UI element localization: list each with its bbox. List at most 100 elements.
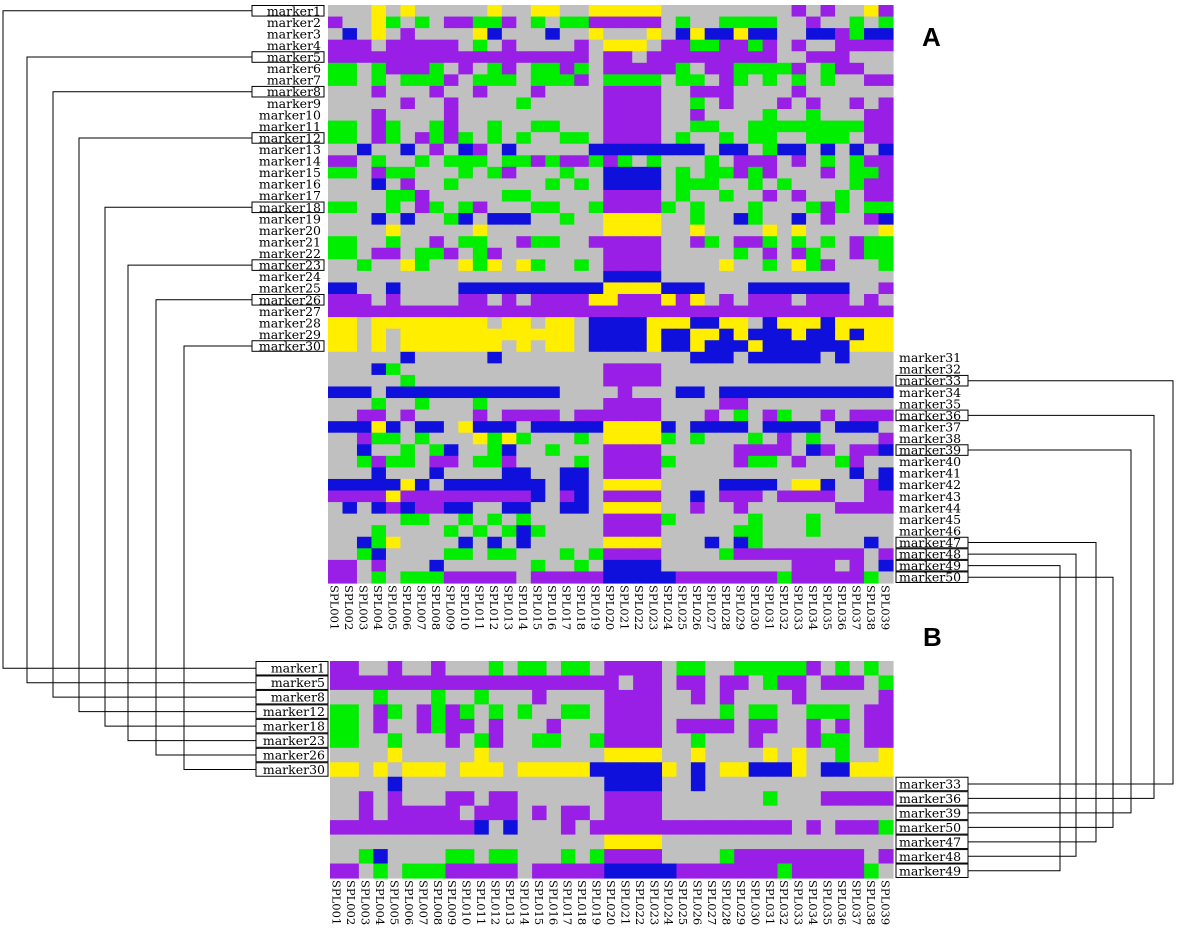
- heatmap-cell: [400, 571, 416, 584]
- heatmap-cell: [675, 478, 691, 492]
- heatmap-cell: [762, 109, 778, 122]
- heatmap-cell: [356, 351, 373, 364]
- heatmap-cell: [574, 317, 590, 330]
- row-label: marker48: [899, 547, 961, 562]
- heatmap-cell: [646, 259, 662, 272]
- heatmap-cell: [516, 224, 532, 237]
- heatmap-cell: [532, 762, 548, 778]
- heatmap-cell: [472, 247, 488, 260]
- heatmap-cell: [588, 247, 604, 260]
- heatmap-cell: [878, 467, 894, 480]
- heatmap-cell: [646, 178, 662, 191]
- heatmap-cell: [733, 97, 749, 110]
- heatmap-cell: [878, 39, 894, 52]
- heatmap-cell: [719, 189, 735, 203]
- heatmap-cell: [835, 805, 851, 821]
- heatmap-cell: [328, 62, 344, 75]
- heatmap-cell: [443, 97, 459, 110]
- heatmap-cell: [806, 776, 822, 792]
- heatmap-cell: [820, 305, 836, 318]
- heatmap-cell: [344, 747, 360, 763]
- heatmap-cell: [864, 548, 880, 561]
- heatmap-cell: [878, 409, 894, 422]
- heatmap-cell: [791, 525, 807, 538]
- column-label: SPL001: [330, 880, 344, 925]
- heatmap-cell: [373, 849, 389, 865]
- heatmap-cell: [472, 305, 488, 318]
- heatmap-cell: [603, 548, 619, 561]
- heatmap-cell: [559, 247, 575, 260]
- heatmap-cell: [574, 155, 590, 168]
- heatmap-cell: [356, 374, 373, 388]
- heatmap-cell: [777, 224, 793, 237]
- heatmap-cell: [559, 189, 575, 203]
- heatmap-cell: [820, 166, 836, 179]
- heatmap-cell: [777, 5, 793, 18]
- heatmap-cell: [387, 733, 403, 749]
- heatmap-cell: [777, 16, 793, 29]
- heatmap-cell: [849, 39, 865, 52]
- heatmap-cell: [385, 374, 402, 388]
- heatmap-cell: [503, 834, 519, 850]
- heatmap-cell: [864, 259, 880, 272]
- heatmap-cell: [488, 849, 504, 865]
- heatmap-cell: [791, 490, 807, 503]
- row-label: marker19: [259, 211, 321, 226]
- heatmap-cell: [791, 39, 807, 52]
- heatmap-cell: [762, 328, 778, 341]
- heatmap-cell: [487, 328, 503, 341]
- heatmap-cell: [356, 444, 373, 457]
- heatmap-cell: [849, 5, 865, 18]
- heatmap-cell: [617, 559, 633, 573]
- heatmap-cell: [820, 282, 836, 295]
- heatmap-cell: [429, 120, 445, 133]
- heatmap-cell: [472, 178, 488, 191]
- heatmap-cell: [344, 805, 360, 821]
- heatmap-cell: [661, 109, 677, 122]
- heatmap-cell: [559, 305, 575, 318]
- row-label: marker30: [259, 339, 321, 354]
- connector-line: [183, 345, 256, 770]
- column-label: SPL036: [835, 585, 849, 630]
- heatmap-cell: [647, 863, 663, 879]
- heatmap-cell: [791, 363, 807, 376]
- heatmap-cell: [662, 675, 678, 691]
- heatmap-cell: [588, 467, 604, 480]
- heatmap-cell: [530, 421, 546, 434]
- heatmap-cell: [733, 247, 749, 260]
- heatmap-cell: [748, 467, 764, 480]
- heatmap-cell: [864, 178, 880, 191]
- heatmap-cell: [488, 805, 504, 821]
- heatmap-cell: [545, 132, 561, 145]
- heatmap-cell: [530, 132, 546, 145]
- heatmap-cell: [487, 5, 503, 18]
- heatmap-cell: [690, 340, 706, 353]
- heatmap-cell: [445, 718, 461, 734]
- heatmap-cell: [429, 490, 445, 503]
- heatmap-cell: [501, 189, 517, 203]
- heatmap-cell: [530, 224, 546, 237]
- heatmap-cell: [330, 747, 346, 763]
- heatmap-cell: [385, 559, 402, 573]
- heatmap-cell: [445, 733, 461, 749]
- heatmap-cell: [777, 109, 793, 122]
- row-label: marker24: [259, 269, 321, 284]
- heatmap-cell: [516, 85, 532, 99]
- heatmap-cell: [330, 704, 346, 720]
- heatmap-cell: [472, 259, 488, 272]
- heatmap-cell: [356, 120, 373, 133]
- heatmap-cell: [806, 689, 822, 705]
- row-label: marker32: [899, 362, 961, 377]
- heatmap-cell: [574, 201, 590, 214]
- heatmap-cell: [762, 155, 778, 168]
- heatmap-cell: [733, 455, 749, 468]
- heatmap-cell: [878, 340, 894, 353]
- heatmap-cell: [400, 109, 416, 122]
- heatmap-cell: [719, 236, 735, 249]
- heatmap-cell: [864, 762, 880, 778]
- heatmap-cell: [849, 351, 865, 364]
- heatmap-cell: [472, 525, 488, 538]
- heatmap-cell: [574, 513, 590, 526]
- heatmap-cell: [719, 270, 735, 284]
- heatmap-cell: [472, 467, 488, 480]
